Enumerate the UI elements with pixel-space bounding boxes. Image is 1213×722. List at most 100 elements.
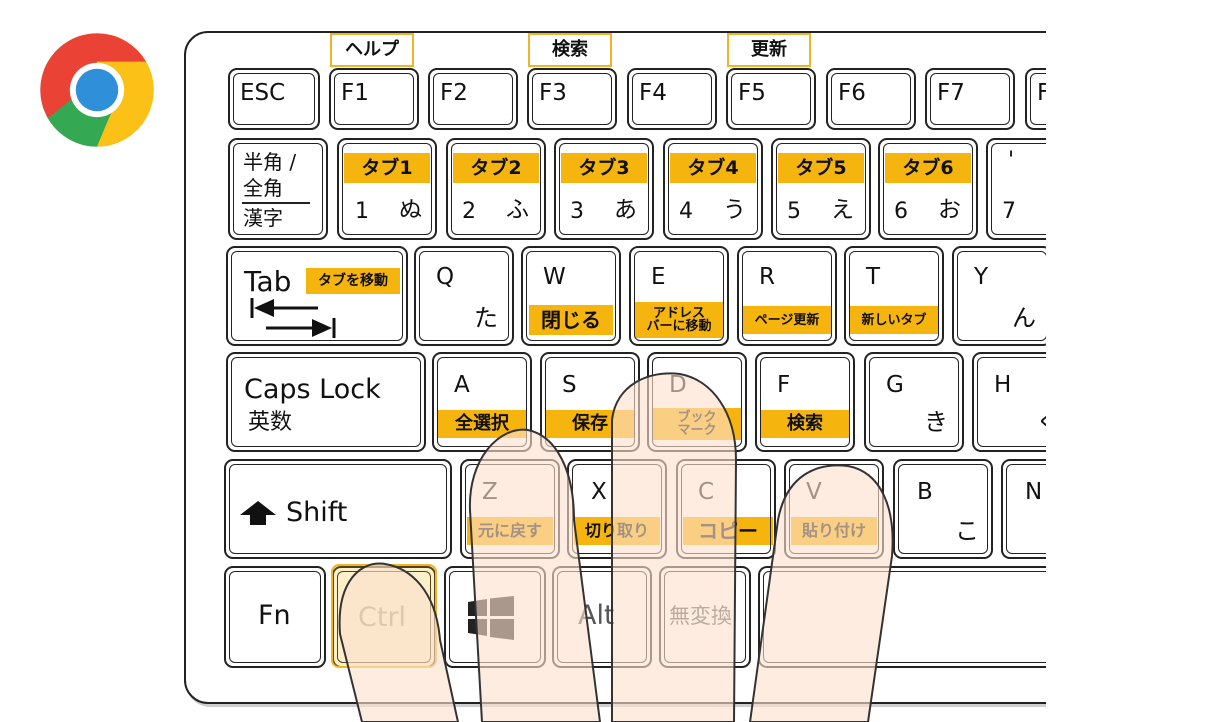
w-key[interactable]: W 閉じる <box>521 246 621 346</box>
key-7-number: 7 <box>1002 199 1016 224</box>
v-key[interactable]: V 貼り付け <box>784 459 884 559</box>
b-key-kana: こ <box>955 517 979 545</box>
f-key-letter: F <box>777 372 791 398</box>
b-key[interactable]: B こ <box>893 459 993 559</box>
alt-key-label: Alt <box>578 600 615 631</box>
paste-shortcut-label: 貼り付け <box>791 517 877 545</box>
f5-key-label: F5 <box>738 80 766 106</box>
y-key-kana: ん <box>1012 304 1036 332</box>
f1-key[interactable]: F1 <box>329 68 419 130</box>
reload-label: 更新 <box>727 33 811 67</box>
f2-key[interactable]: F2 <box>428 68 518 130</box>
tab2-shortcut-label: タブ2 <box>453 153 539 183</box>
hankaku-label: 半角 / <box>243 150 297 174</box>
key-6[interactable]: タブ6 6 お <box>878 138 978 240</box>
key-6-kana: お <box>938 197 961 223</box>
fn-key[interactable]: Fn <box>224 566 326 668</box>
c-key[interactable]: C コピー <box>676 459 776 559</box>
y-key-letter: Y <box>974 264 989 290</box>
a-key[interactable]: A 全選択 <box>432 352 532 452</box>
hankaku-divider <box>242 202 310 204</box>
cut-shortcut-label: 切り取り <box>574 517 660 545</box>
x-key[interactable]: X 切り取り <box>567 459 667 559</box>
caps-lock-key[interactable]: Caps Lock 英数 <box>226 352 426 452</box>
a-key-letter: A <box>454 372 470 398</box>
key-2[interactable]: タブ2 2 ふ <box>446 138 546 240</box>
s-key-letter: S <box>562 372 577 398</box>
keyboard-area: ヘルプ 検索 更新 ESC F1 F2 F3 F4 F5 F6 F7 F 半角 … <box>184 31 1046 704</box>
key-7[interactable]: ' 7 <box>986 138 1046 240</box>
address-bar-shortcut-label: アドレス バーに移動 <box>635 302 723 338</box>
key-3[interactable]: タブ3 3 あ <box>554 138 654 240</box>
new-tab-shortcut-label: 新しいタブ <box>850 306 938 334</box>
tab-key[interactable]: Tab タブを移動 <box>226 246 408 346</box>
e-key[interactable]: E アドレス バーに移動 <box>629 246 729 346</box>
caps-lock-label: Caps Lock <box>244 374 381 405</box>
tab5-shortcut-label: タブ5 <box>778 153 864 183</box>
key-1[interactable]: タブ1 1 ぬ <box>337 138 437 240</box>
key-5-kana: え <box>831 197 854 223</box>
h-key-kana: く <box>1036 410 1046 434</box>
copy-shortcut-label: コピー <box>683 517 773 545</box>
key-4-number: 4 <box>679 199 693 224</box>
key-1-number: 1 <box>355 199 369 224</box>
find-shortcut-label: 検索 <box>760 410 850 438</box>
f6-key[interactable]: F6 <box>826 68 916 130</box>
shift-arrow-icon <box>240 501 276 525</box>
tab-key-label: Tab <box>244 265 292 298</box>
key-4[interactable]: タブ4 4 う <box>663 138 763 240</box>
z-key[interactable]: Z 元に戻す <box>460 459 560 559</box>
f4-key[interactable]: F4 <box>627 68 717 130</box>
key-5-number: 5 <box>787 199 801 224</box>
g-key[interactable]: G き <box>864 352 964 452</box>
f7-key[interactable]: F7 <box>925 68 1015 130</box>
f8-key[interactable]: F <box>1025 68 1046 130</box>
help-label: ヘルプ <box>330 33 414 67</box>
esc-key-label: ESC <box>240 80 286 106</box>
tab6-shortcut-label: タブ6 <box>885 153 971 183</box>
key-6-number: 6 <box>894 199 908 224</box>
tab4-shortcut-label: タブ4 <box>670 153 756 183</box>
f4-key-label: F4 <box>639 80 667 106</box>
chrome-logo-icon <box>40 33 154 147</box>
windows-key[interactable] <box>444 566 546 668</box>
fn-key-label: Fn <box>258 600 291 631</box>
address-bar-line1: アドレス <box>652 306 705 321</box>
f5-key[interactable]: F5 <box>726 68 816 130</box>
y-key[interactable]: Y ん <box>952 246 1046 346</box>
q-key-kana: た <box>474 304 498 332</box>
key-2-kana: ふ <box>506 197 529 223</box>
shift-key[interactable]: Shift <box>224 459 452 559</box>
t-key[interactable]: T 新しいタブ <box>844 246 944 346</box>
n-key[interactable]: N <box>1001 459 1046 559</box>
s-key[interactable]: S 保存 <box>540 352 640 452</box>
f3-key[interactable]: F3 <box>527 68 617 130</box>
zenkaku-label: 全角 <box>243 176 283 200</box>
r-key[interactable]: R ページ更新 <box>737 246 837 346</box>
d-key[interactable]: D ブック マーク <box>647 352 747 452</box>
w-key-letter: W <box>543 264 566 290</box>
kanji-label: 漢字 <box>243 206 283 230</box>
h-key[interactable]: H く <box>972 352 1046 452</box>
save-shortcut-label: 保存 <box>545 410 635 438</box>
bookmark-shortcut-label: ブック マーク <box>652 408 742 440</box>
search-label: 検索 <box>528 33 612 67</box>
e-key-letter: E <box>651 264 666 290</box>
space-key[interactable] <box>758 566 1046 668</box>
f8-key-label: F <box>1037 80 1046 106</box>
esc-key[interactable]: ESC <box>228 68 320 130</box>
hankaku-zenkaku-key[interactable]: 半角 / 全角 漢字 <box>228 138 328 240</box>
undo-shortcut-label: 元に戻す <box>467 517 553 545</box>
key-4-kana: う <box>723 197 746 223</box>
muhenkan-key[interactable]: 無変換 <box>659 566 751 668</box>
f2-key-label: F2 <box>440 80 468 106</box>
n-key-letter: N <box>1025 479 1043 505</box>
key-5[interactable]: タブ5 5 え <box>771 138 871 240</box>
q-key[interactable]: Q た <box>414 246 514 346</box>
key-3-number: 3 <box>570 199 584 224</box>
h-key-letter: H <box>994 372 1012 398</box>
f-key[interactable]: F 検索 <box>755 352 855 452</box>
alt-key[interactable]: Alt <box>552 566 652 668</box>
tab-arrows-icon <box>250 298 336 338</box>
x-key-letter: X <box>591 479 607 505</box>
